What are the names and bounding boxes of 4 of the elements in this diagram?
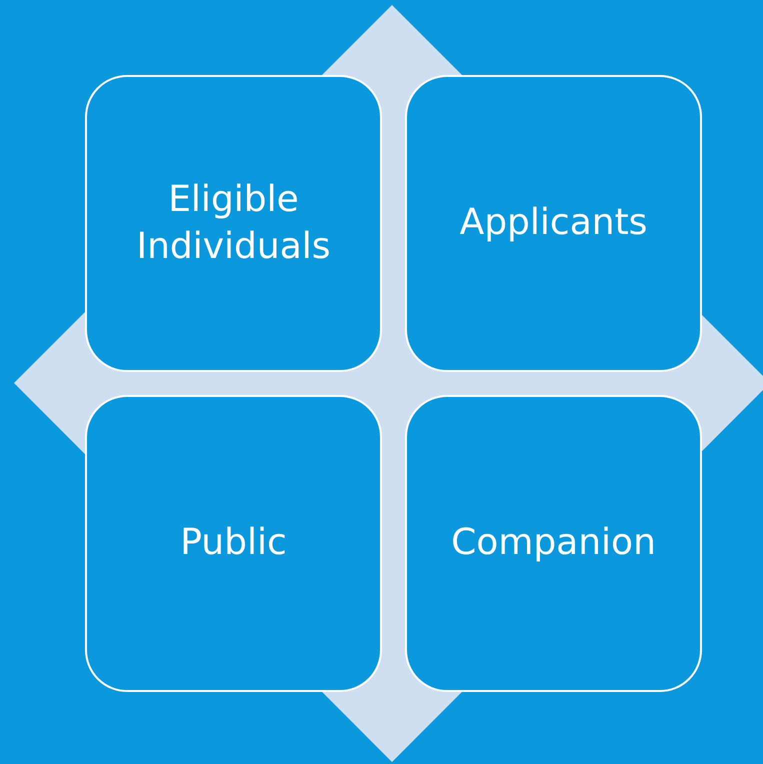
category-tile: Eligible Individuals [85, 75, 382, 372]
category-tile: Applicants [405, 75, 702, 372]
category-tile: Companion [405, 395, 702, 692]
category-tile: Public [85, 395, 382, 692]
